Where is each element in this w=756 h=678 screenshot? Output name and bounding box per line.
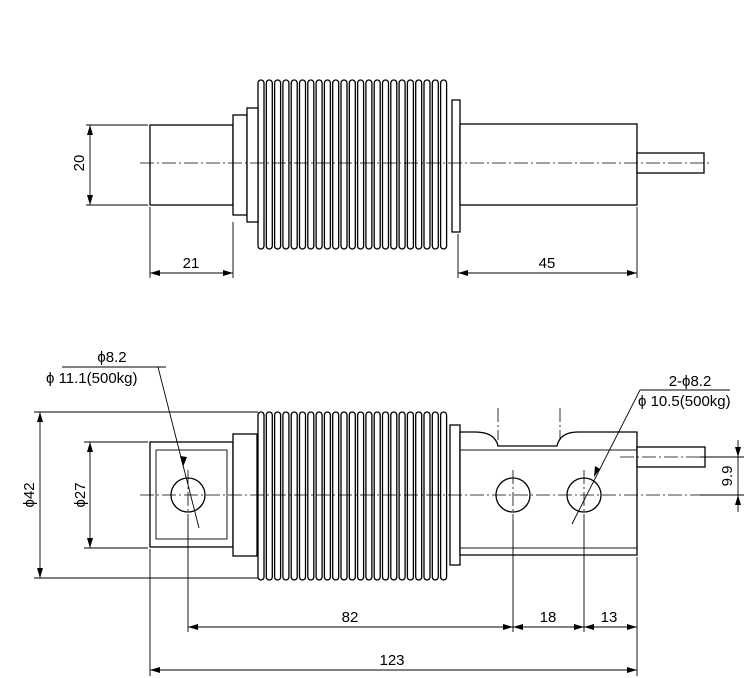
bellows-fin — [398, 411, 406, 581]
bellows-fin — [406, 411, 415, 581]
bellows-fin — [423, 411, 431, 581]
bellows-fin — [340, 411, 348, 581]
bellows-fin — [415, 411, 423, 581]
bellows-fin — [340, 79, 348, 250]
bellows-fin — [265, 411, 273, 581]
bellows-fin — [257, 411, 265, 581]
top-bellows — [257, 79, 448, 250]
dim-height-20: 20 — [71, 124, 148, 206]
dim-18-label: 18 — [540, 609, 557, 626]
dim-right-45-label: 45 — [539, 255, 556, 272]
bottom-bellows — [257, 411, 448, 581]
left-hole-callout-line1: ϕ8.2 — [97, 349, 126, 366]
bellows-fin — [356, 411, 365, 581]
bellows-fin — [265, 79, 273, 250]
bellows-fin — [365, 79, 373, 250]
bellows-fin — [290, 411, 298, 581]
bellows-fin — [381, 411, 390, 581]
top-right-body — [459, 123, 638, 206]
bellows-fin — [348, 79, 356, 250]
left-hole-callout-line2: ϕ 11.1(500kg) — [46, 370, 138, 387]
right-holes-callout-line2: ϕ 10.5(500kg) — [638, 393, 731, 410]
dim-height-20-label: 20 — [71, 155, 88, 172]
bellows-fin — [439, 411, 448, 581]
dim-82: 82 — [188, 609, 513, 630]
dim-82-label: 82 — [342, 609, 359, 626]
top-left-collar-step — [246, 107, 259, 223]
bottom-view: ϕ42 ϕ27 9.9 — [21, 349, 744, 676]
left-hole-callout: ϕ8.2 ϕ 11.1(500kg) — [46, 349, 200, 529]
bellows-fin — [257, 79, 265, 250]
bellows-fin — [298, 79, 307, 250]
dim-13-label: 13 — [601, 609, 618, 626]
bellows-fin — [273, 79, 282, 250]
bellows-fin — [398, 79, 406, 250]
bellows-fin — [431, 411, 439, 581]
bellows-fin — [290, 79, 298, 250]
bellows-fin — [323, 79, 332, 250]
bellows-fin — [439, 79, 448, 250]
dim-left-21: 21 — [149, 207, 234, 278]
bellows-fin — [307, 79, 315, 250]
bellows-fin — [307, 411, 315, 581]
bellows-fin — [365, 411, 373, 581]
bellows-fin — [356, 79, 365, 250]
bellows-fin — [315, 411, 323, 581]
bellows-fin — [423, 79, 431, 250]
bellows-fin — [390, 411, 398, 581]
bellows-fin — [332, 79, 340, 250]
bellows-fin — [415, 79, 423, 250]
bottom-right-body — [459, 431, 638, 556]
bottom-left-block-inner — [155, 449, 228, 540]
bellows-fin — [373, 79, 381, 250]
right-holes-callout-line1: 2-ϕ8.2 — [669, 373, 712, 390]
bellows-fin — [406, 79, 415, 250]
dim-inner-diameter-label: ϕ27 — [72, 482, 89, 507]
bellows-fin — [315, 79, 323, 250]
right-holes-callout: 2-ϕ8.2 ϕ 10.5(500kg) — [571, 373, 731, 525]
top-left-collar — [232, 114, 248, 216]
dim-right-45: 45 — [457, 207, 638, 278]
dim-18: 18 — [513, 609, 584, 630]
bellows-fin — [390, 79, 398, 250]
bellows-fin — [373, 411, 381, 581]
bellows-fin — [323, 411, 332, 581]
dim-pin-offset-label: 9.9 — [719, 466, 736, 487]
bellows-fin — [282, 411, 290, 581]
dim-outer-diameter-label: ϕ42 — [21, 482, 38, 507]
top-left-block — [149, 124, 234, 206]
dim-inner-diameter: ϕ27 — [72, 441, 148, 549]
bellows-fin — [282, 79, 290, 250]
top-right-collar — [451, 99, 461, 233]
bellows-fin — [273, 411, 282, 581]
bellows-fin — [431, 79, 439, 250]
bellows-fin — [381, 79, 390, 250]
dim-outer-diameter: ϕ42 — [21, 411, 258, 579]
dim-left-21-label: 21 — [183, 255, 200, 272]
bottom-right-body-inner — [459, 449, 638, 549]
dim-123: 123 — [150, 652, 637, 673]
top-view: 20 21 45 — [71, 79, 712, 278]
dim-pin-offset: 9.9 — [700, 440, 744, 512]
bellows-fin — [348, 411, 356, 581]
dim-123-label: 123 — [379, 652, 404, 669]
bellows-fin — [298, 411, 307, 581]
dim-13: 13 — [584, 609, 637, 630]
bellows-fin — [332, 411, 340, 581]
